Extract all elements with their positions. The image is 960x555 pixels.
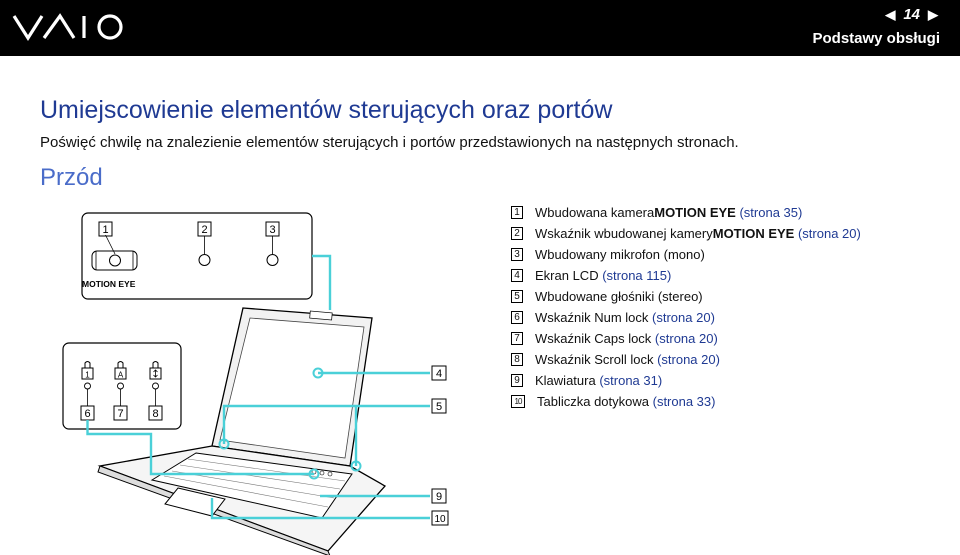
- legend-page-link[interactable]: (strona 20): [794, 226, 861, 241]
- callout-9: 9: [436, 491, 442, 503]
- legend-text: Wbudowana kamera: [535, 205, 655, 220]
- callout-8: 8: [152, 408, 158, 420]
- microphone-icon: [266, 254, 279, 266]
- callout-7-box: [113, 405, 128, 421]
- legend-item: 4 Ekran LCD (strona 115): [511, 265, 861, 286]
- legend-number: 10: [511, 395, 525, 408]
- legend-item: 3 Wbudowany mikrofon (mono): [511, 244, 861, 265]
- legend-number: 2: [511, 227, 523, 240]
- page-title: Umiejscowienie elementów sterujących ora…: [40, 96, 613, 124]
- legend-text: Wskaźnik Scroll lock: [535, 352, 654, 367]
- legend-page-link[interactable]: (strona 20): [653, 352, 720, 367]
- svg-text:1: 1: [85, 371, 90, 380]
- legend-page-link[interactable]: (strona 20): [648, 310, 715, 325]
- vaio-logo: [12, 8, 132, 53]
- section-title: Podstawy obsługi: [812, 30, 940, 47]
- triangle-right-icon[interactable]: ▶: [928, 6, 938, 22]
- callout-5: 5: [436, 401, 442, 413]
- num-lock-led: [84, 382, 91, 390]
- legend-text: Wskaźnik Num lock: [535, 310, 649, 325]
- legend-text: Wbudowane głośniki (stereo): [535, 289, 703, 304]
- legend-text: Klawiatura: [535, 373, 596, 388]
- callout-4: 4: [436, 368, 442, 380]
- legend-text: Tabliczka dotykowa: [537, 394, 649, 409]
- legend-item: 5 Wbudowane głośniki (stereo): [511, 286, 861, 307]
- motion-eye-label: MOTION EYE: [82, 279, 136, 289]
- scroll-lock-led: [152, 382, 159, 390]
- callout-6: 6: [84, 408, 90, 420]
- callout-2: 2: [201, 224, 207, 236]
- callout-10: 10: [434, 514, 446, 525]
- callout-7: 7: [117, 408, 123, 420]
- page-navigation: ◀ 14 ▶: [885, 6, 938, 23]
- laptop-illustration: [97, 307, 387, 555]
- legend-number: 9: [511, 374, 523, 387]
- legend-page-link[interactable]: (strona 35): [735, 205, 803, 220]
- legend-number: 8: [511, 353, 523, 366]
- page-header: ◀ 14 ▶ Podstawy obsługi: [0, 0, 960, 56]
- intro-text: Poświęć chwilę na znalezienie elementów …: [40, 134, 739, 151]
- legend-page-link[interactable]: (strona 20): [651, 331, 718, 346]
- callout-4-box: [431, 365, 447, 381]
- callout-3: 3: [269, 224, 275, 236]
- callout-1-box: [98, 221, 113, 237]
- legend-number: 4: [511, 269, 523, 282]
- callout-9-box: [431, 488, 447, 504]
- speaker-leader-line: [222, 404, 430, 444]
- legend-item: 10 Tabliczka dotykowa (strona 33): [511, 391, 861, 412]
- callout-5-box: [431, 398, 447, 414]
- legend-item: 9 Klawiatura (strona 31): [511, 370, 861, 391]
- triangle-left-icon[interactable]: ◀: [885, 6, 896, 22]
- caps-lock-letter: A: [118, 371, 124, 380]
- legend-number: 7: [511, 332, 523, 345]
- legend-page-link[interactable]: (strona 33): [649, 394, 716, 409]
- inset-indicators-box: [62, 342, 182, 430]
- touchpad-leader-line: [210, 498, 430, 520]
- legend-text: Wskaźnik Caps lock: [535, 331, 652, 346]
- legend-text: Wskaźnik wbudowanej kamery: [535, 226, 713, 241]
- legend-item: 8 Wskaźnik Scroll lock (strona 20): [511, 349, 861, 370]
- laptop-front-diagram: 1 2 3 MOTION EYE 1 A 6 7 8: [62, 212, 449, 555]
- legend-item: 1 Wbudowana kamera MOTION EYE (strona 35): [511, 202, 861, 223]
- legend-number: 3: [511, 248, 523, 261]
- legend-item: 2 Wskaźnik wbudowanej kamery MOTION EYE (…: [511, 223, 861, 244]
- page-number: 14: [903, 6, 920, 23]
- legend-number: 6: [511, 311, 523, 324]
- indicator-leader-line: [86, 420, 314, 476]
- legend-bold: MOTION EYE: [654, 205, 736, 220]
- callout-1: 1: [102, 224, 108, 236]
- legend-page-link[interactable]: (strona 31): [595, 373, 663, 388]
- legend-number: 5: [511, 290, 523, 303]
- legend-item: 6 Wskaźnik Num lock (strona 20): [511, 307, 861, 328]
- legend-text: Ekran LCD: [535, 268, 599, 283]
- num-lock-icon: 1: [81, 361, 94, 380]
- caps-lock-led: [117, 382, 124, 390]
- callout-10-box: [431, 510, 449, 526]
- section-subtitle: Przód: [40, 164, 103, 191]
- scroll-lock-icon: [149, 361, 162, 380]
- caps-lock-icon: A: [114, 361, 127, 380]
- inset-leader-line: [312, 254, 332, 310]
- legend-page-link[interactable]: (strona 115): [598, 268, 672, 283]
- component-legend: 1 Wbudowana kamera MOTION EYE (strona 35)…: [511, 202, 861, 412]
- camera-bezel: [309, 310, 333, 321]
- lcd-screen: [219, 317, 365, 459]
- legend-number: 1: [511, 206, 523, 219]
- legend-bold: MOTION EYE: [712, 226, 795, 241]
- legend-text: Wbudowany mikrofon (mono): [535, 247, 705, 262]
- camera-indicator-icon: [198, 254, 211, 266]
- legend-item: 7 Wskaźnik Caps lock (strona 20): [511, 328, 861, 349]
- callout-8-box: [148, 405, 163, 421]
- vaio-logo-mark: [12, 13, 123, 41]
